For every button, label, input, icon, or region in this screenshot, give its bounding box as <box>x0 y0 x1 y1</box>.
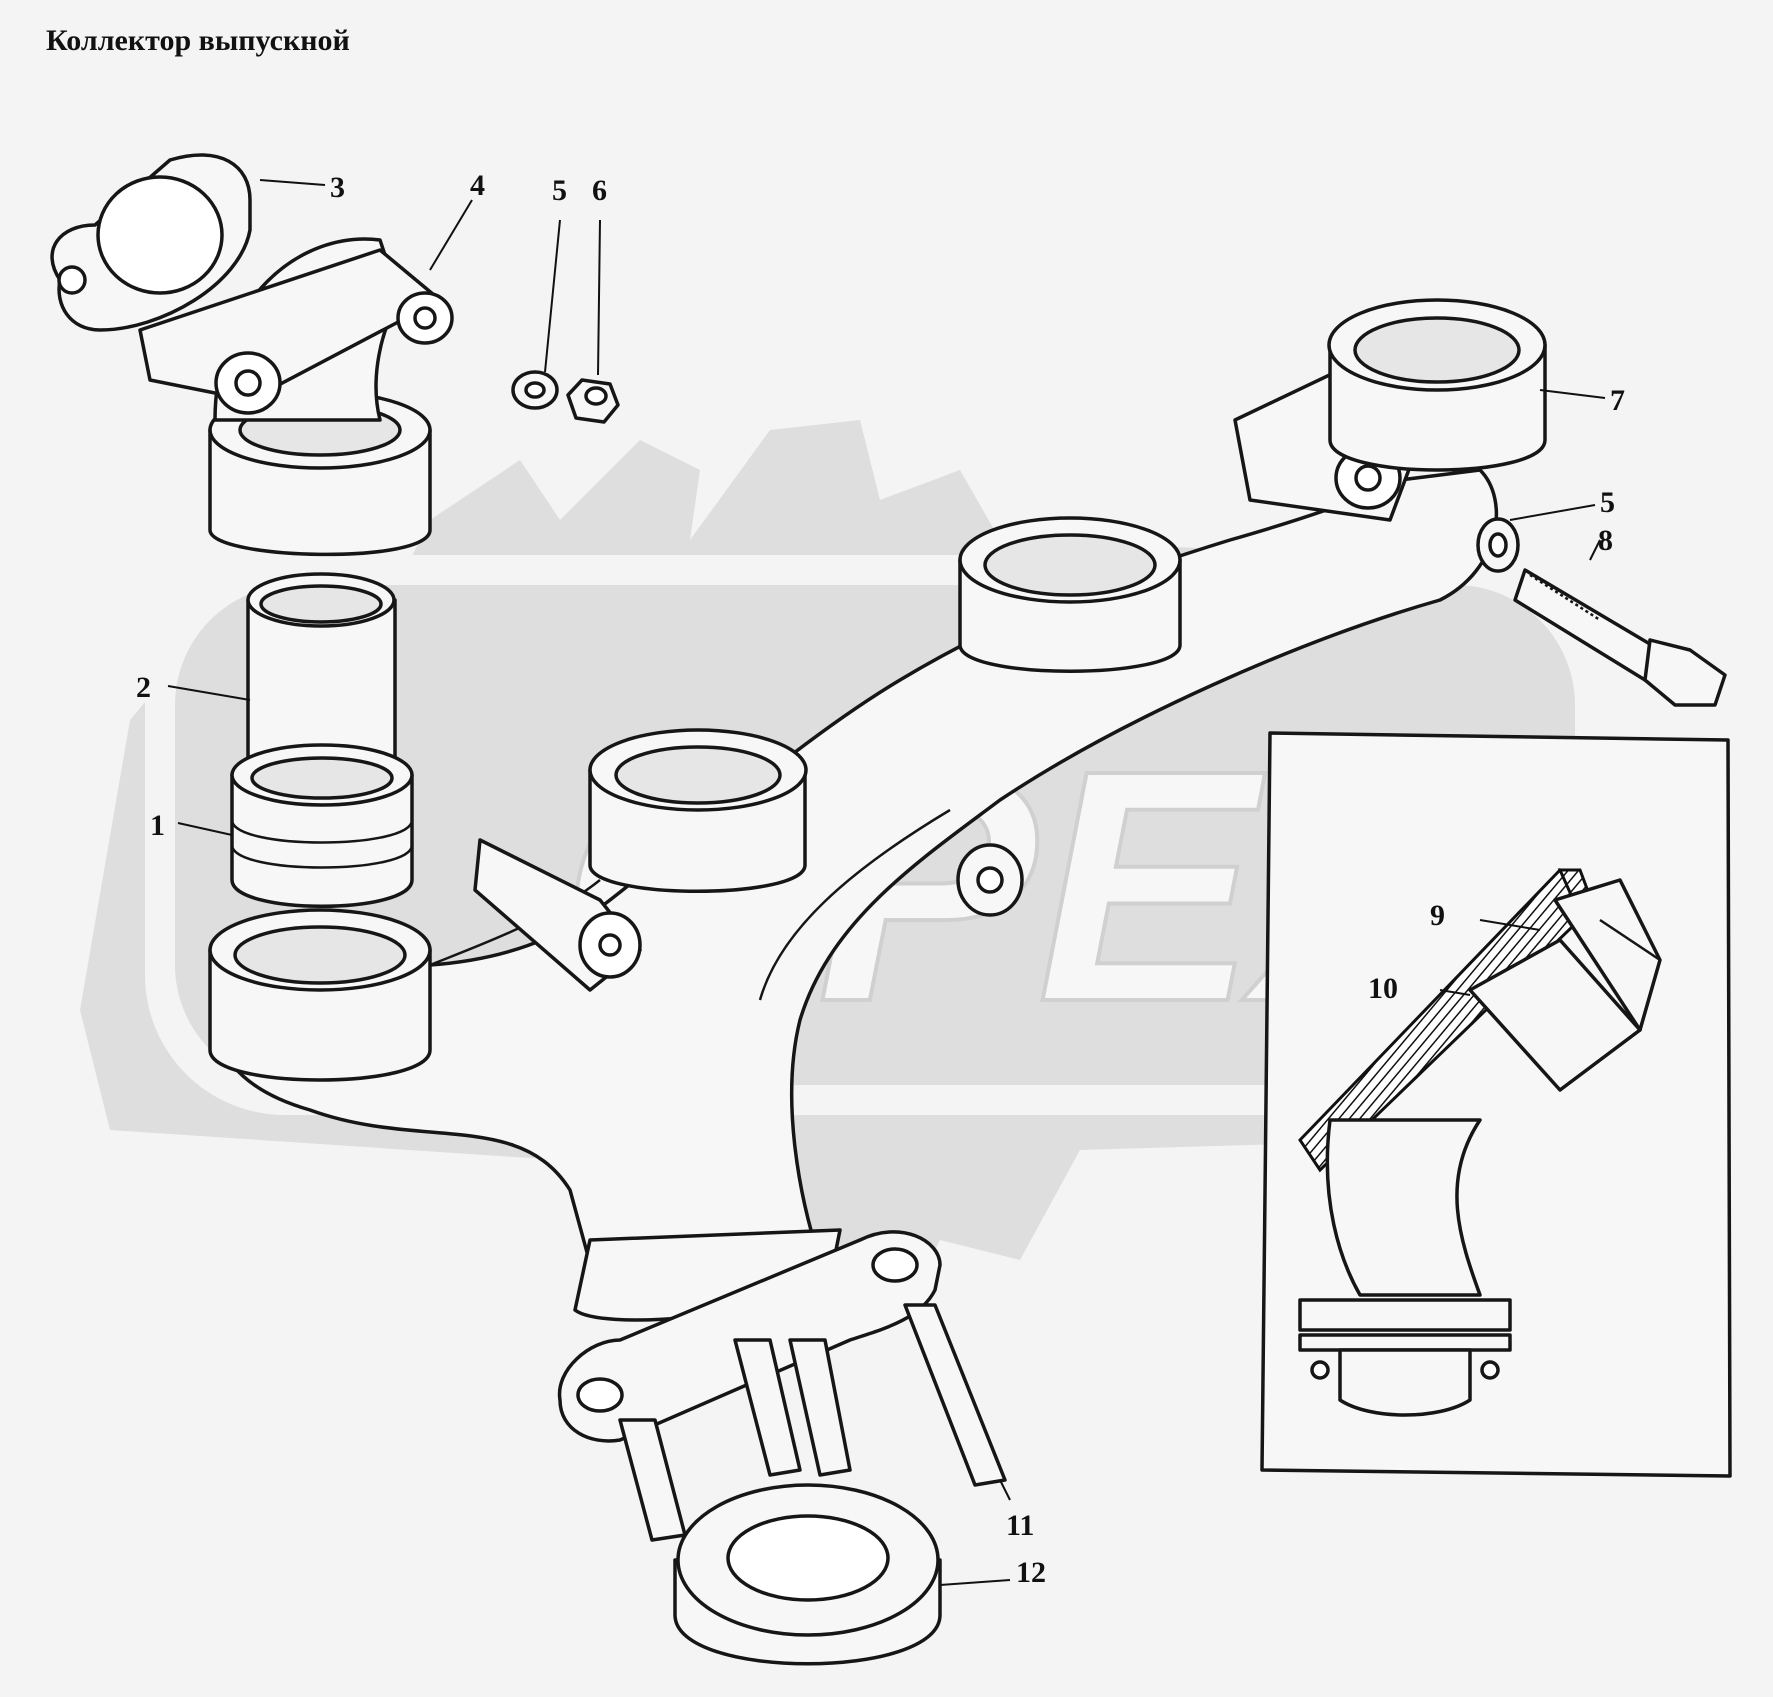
manifold-port-4 <box>1233 298 1547 522</box>
callout-1: 1 <box>150 809 165 842</box>
callout-7: 7 <box>1610 384 1625 417</box>
callout-8: 8 <box>1598 524 1613 557</box>
callout-11: 11 <box>1006 1509 1034 1542</box>
washer-part-5 <box>511 370 559 410</box>
page-title: Коллектор выпускной <box>46 24 350 57</box>
manifold-boss-lower <box>956 843 1024 917</box>
callout-5: 5 <box>552 174 567 207</box>
leader-lines <box>167 179 1606 1586</box>
callout-numbers: 3 4 5 6 7 5 8 2 1 9 10 11 12 <box>136 169 1625 1589</box>
callout-5-right: 5 <box>1600 486 1615 519</box>
studs-part-11 <box>618 1303 1007 1542</box>
washer-part-5-right <box>1476 517 1520 573</box>
elbow-pipe-part-4 <box>138 237 454 557</box>
inset-detail <box>1260 731 1732 1478</box>
gasket-part-3 <box>50 153 252 332</box>
bolt-part-8 <box>1513 568 1727 707</box>
ring-part-1 <box>230 743 414 908</box>
callout-10: 10 <box>1368 972 1398 1005</box>
callout-2: 2 <box>136 671 151 704</box>
sleeve-part-2 <box>246 572 397 787</box>
callout-4: 4 <box>470 169 485 202</box>
nut-part-6 <box>566 378 620 424</box>
manifold-boss-left <box>473 838 642 992</box>
callout-12: 12 <box>1016 1556 1046 1589</box>
gasket-part-12 <box>673 1483 942 1666</box>
manifold-port-3 <box>958 516 1182 673</box>
callout-9: 9 <box>1430 899 1445 932</box>
callout-6: 6 <box>592 174 607 207</box>
outlet-flange <box>557 1228 942 1443</box>
manifold-port-2 <box>588 728 808 893</box>
manifold-port-1 <box>208 908 432 1082</box>
callout-3: 3 <box>330 171 345 204</box>
